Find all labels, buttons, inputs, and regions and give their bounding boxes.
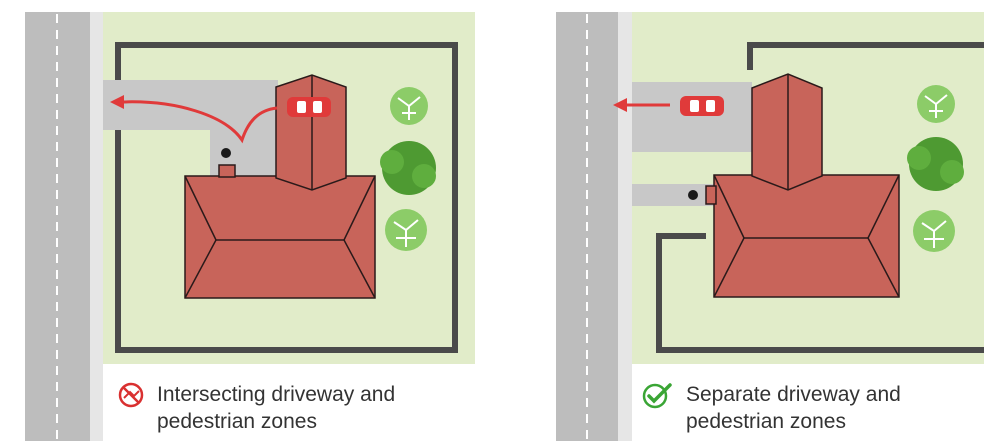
house-roof	[184, 175, 376, 299]
house-wing-roof	[751, 73, 823, 191]
arrowhead	[613, 98, 627, 112]
roof-hip	[713, 237, 745, 298]
front-door	[218, 164, 236, 178]
roof-hip	[184, 239, 217, 299]
roof-hip	[713, 174, 745, 239]
house-wing-roof	[275, 74, 347, 191]
shared-driveway	[103, 80, 278, 178]
roof-hip	[867, 174, 900, 239]
caption-separate: Separate driveway and pedestrian zones	[686, 381, 901, 435]
panel-intersecting	[25, 12, 475, 441]
pedestrian	[688, 190, 698, 200]
house	[705, 73, 900, 298]
panel-separate	[556, 12, 984, 441]
roof-hip	[867, 237, 900, 298]
car	[680, 96, 724, 116]
tree-icon	[907, 137, 964, 191]
caption-line: Intersecting driveway and	[157, 383, 396, 406]
arrowhead	[110, 95, 124, 109]
no-entry-icon	[118, 382, 144, 408]
pedestrian-path	[632, 184, 714, 206]
front-door	[705, 185, 717, 205]
road-edge	[618, 12, 632, 441]
car	[287, 97, 331, 117]
tree-icon	[380, 141, 436, 195]
house	[184, 74, 376, 299]
property-fence	[656, 42, 984, 353]
caption-line: Separate driveway and	[686, 383, 901, 406]
caption-line: pedestrian zones	[686, 410, 846, 433]
property-fence	[115, 42, 458, 353]
pedestrian	[221, 148, 231, 158]
house-roof	[713, 174, 900, 298]
tree-icon	[385, 209, 427, 251]
roof-hip	[343, 239, 376, 299]
road-edge	[90, 12, 103, 441]
tree-icon	[917, 85, 955, 123]
roof-hip	[184, 175, 217, 241]
caption-intersecting: Intersecting driveway and pedestrian zon…	[157, 381, 395, 435]
separate-driveway	[632, 82, 752, 152]
roof-hip	[343, 175, 376, 241]
caption-line: pedestrian zones	[157, 410, 317, 433]
tree-icon	[913, 210, 955, 252]
check-icon	[642, 383, 672, 409]
tree-icon	[390, 87, 428, 125]
car-path-arrow	[121, 100, 278, 144]
